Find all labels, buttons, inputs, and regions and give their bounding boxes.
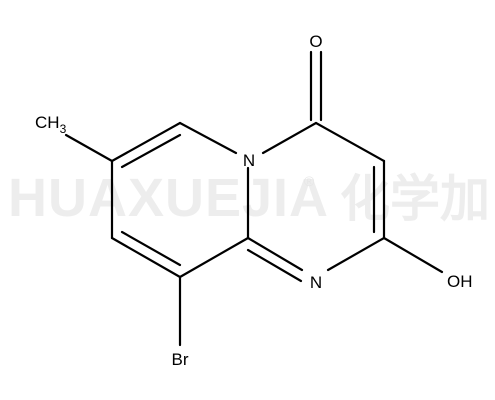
bond-c6-c7-inner (120, 133, 182, 169)
atom-methyl-c: CH (35, 113, 60, 132)
bond-c8-c9-inner (120, 230, 182, 267)
bond-c7-methyl (64, 133, 114, 163)
bond-n-c6 (178, 121, 238, 155)
atom-methyl: CH3 (35, 113, 67, 136)
atom-labels: O N N OH Br CH3 (35, 32, 473, 369)
bond-c2-n (326, 236, 386, 272)
bond-c4-n (261, 121, 318, 155)
atom-nitrogen-ring: N (243, 151, 255, 170)
bond-c2-oh (382, 236, 444, 274)
bond-n-c8a (246, 236, 304, 272)
atom-hydroxyl: OH (447, 272, 473, 291)
watermark: HUAXUEJIA ® 化学加 (8, 168, 490, 228)
bond-c6-c7 (110, 121, 182, 163)
bond-c4-c3 (314, 121, 386, 163)
watermark-registered: ® (304, 173, 315, 189)
bond-n-c8a-inner (246, 248, 303, 283)
watermark-cjk: 化学加 (340, 170, 490, 228)
atom-oxygen-carbonyl: O (309, 32, 322, 51)
bond-c8-c9 (110, 236, 182, 279)
bonds (64, 50, 444, 347)
watermark-latin: HUAXUEJIA (8, 168, 329, 228)
atom-nitrogen-imine: N (310, 273, 322, 292)
atom-methyl-subscript: 3 (60, 122, 67, 136)
atom-bromine: Br (172, 350, 189, 369)
bond-c9-c8a (178, 236, 250, 279)
